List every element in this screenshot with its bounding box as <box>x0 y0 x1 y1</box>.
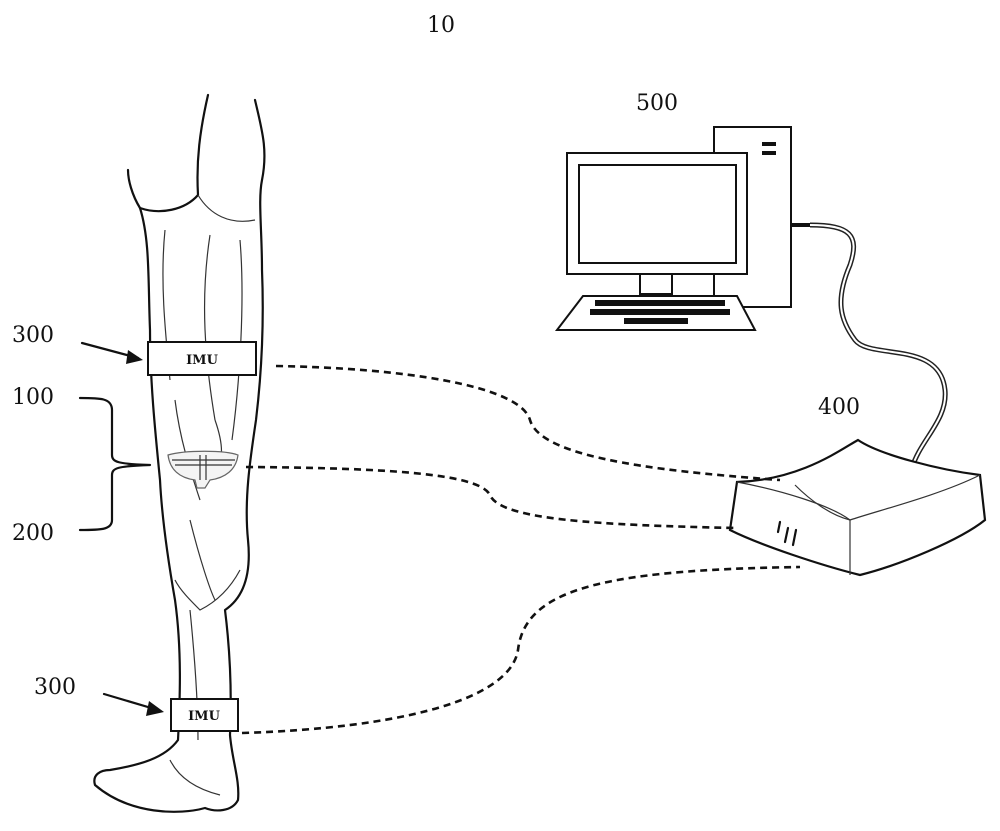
brace <box>78 396 152 532</box>
imu-lower-label: IMU <box>188 709 220 724</box>
link-lower-imu <box>241 565 801 735</box>
figure-label: 10 <box>427 13 455 38</box>
label-200: 200 <box>12 521 54 546</box>
imu-upper: IMU <box>147 341 257 376</box>
link-upper-imu <box>275 364 781 482</box>
leg-illustration <box>93 93 266 813</box>
label-300-lower: 300 <box>34 675 76 700</box>
arrow-icon <box>126 350 143 364</box>
label-500: 500 <box>636 91 678 116</box>
imu-lower: IMU <box>170 698 239 732</box>
receiver-base <box>728 438 987 577</box>
label-400: 400 <box>818 395 860 420</box>
label-100: 100 <box>12 385 54 410</box>
link-knee-sensor <box>245 465 736 530</box>
arrow-icon <box>146 701 164 716</box>
label-300-upper: 300 <box>12 323 54 348</box>
knee-device <box>167 450 239 489</box>
imu-upper-label: IMU <box>186 353 218 368</box>
computer <box>554 126 948 469</box>
